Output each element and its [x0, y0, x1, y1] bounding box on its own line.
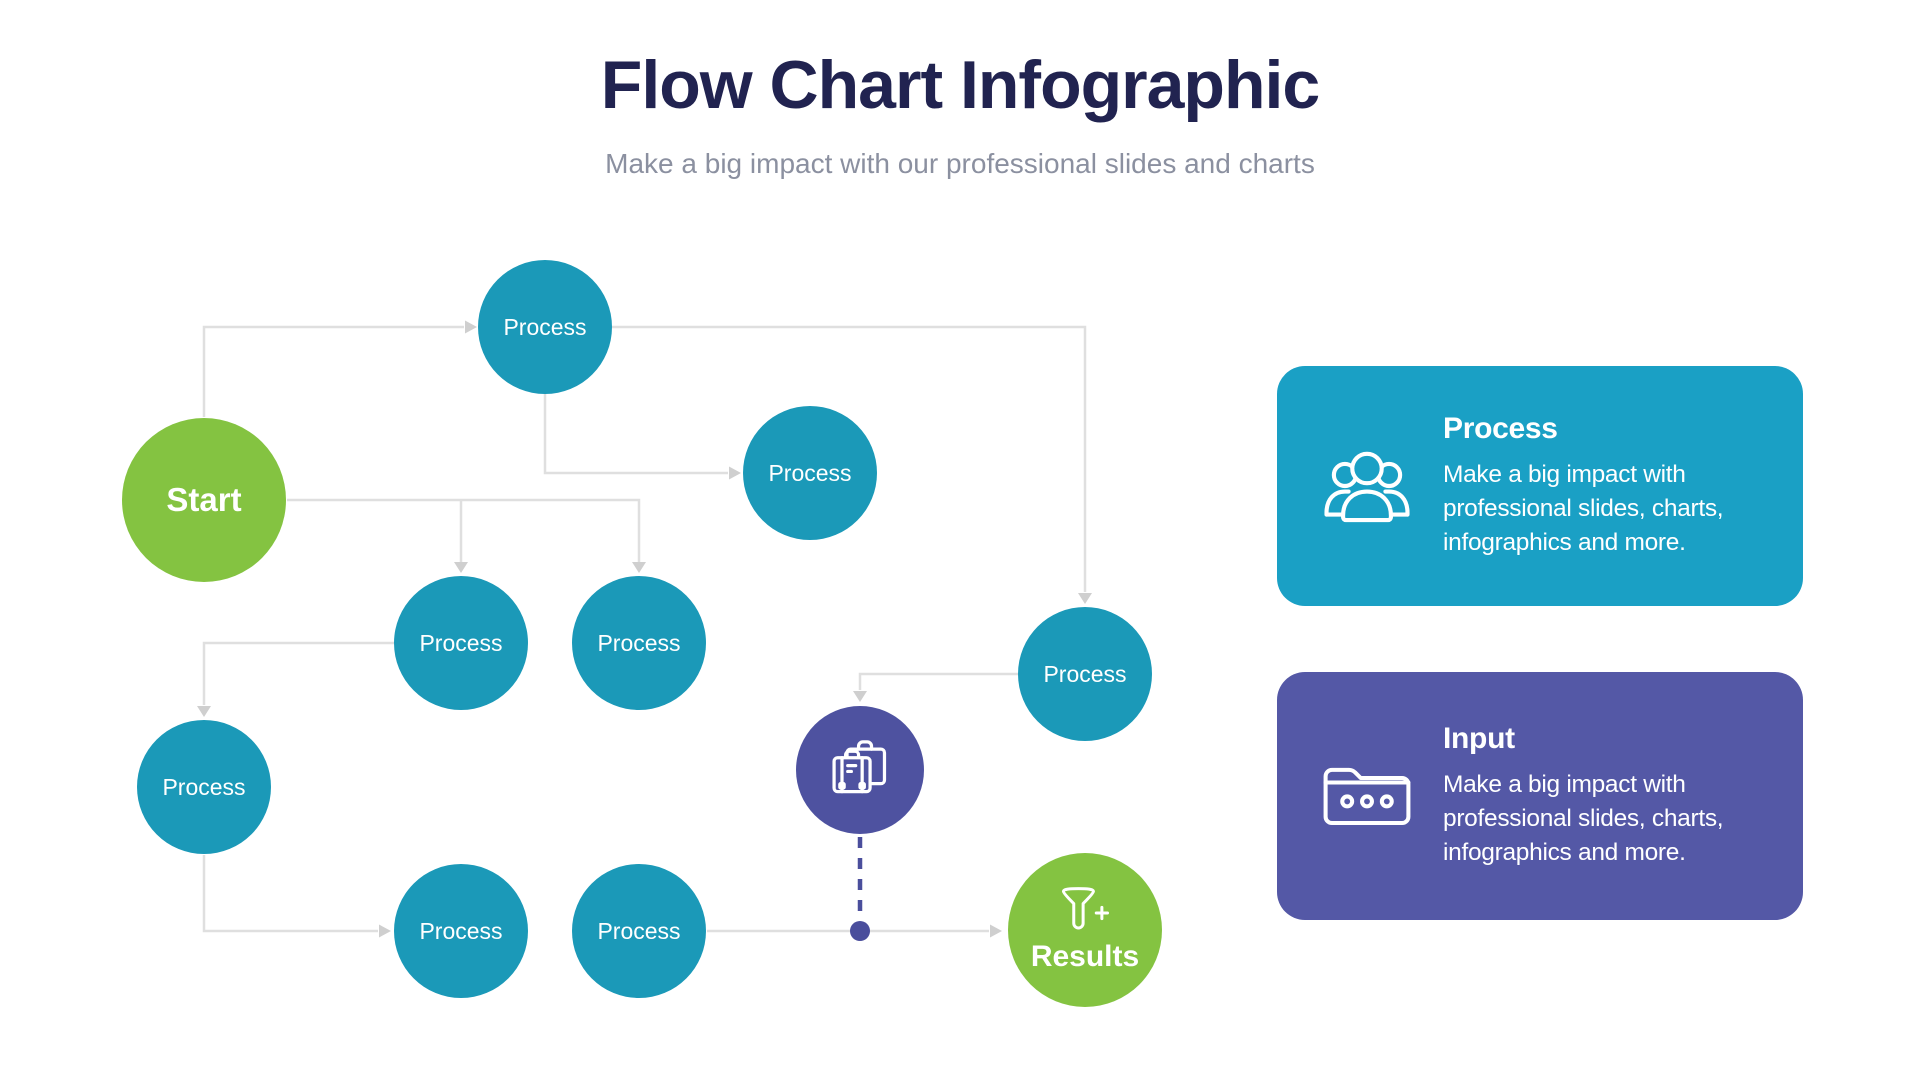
input-card: Input Make a big impact with professiona… [1277, 672, 1803, 920]
page-subtitle: Make a big impact with our professional … [605, 148, 1315, 179]
flow-node-label: Process [768, 459, 852, 486]
flow-node-label: Process [419, 629, 503, 656]
flow-node-process-2: Process [743, 406, 877, 540]
card-body: Make a big impact with professional slid… [1443, 771, 1724, 866]
card-text: Input Make a big impact with professiona… [1443, 722, 1801, 870]
flow-node-process-1: Process [478, 260, 612, 394]
team-icon [1321, 442, 1413, 530]
flow-node-label: Process [162, 773, 246, 800]
luggage-icon [832, 740, 887, 794]
card-title: Process [1443, 412, 1558, 445]
flow-node-process-6: Process [394, 864, 528, 998]
flow-node-label: Process [503, 313, 587, 340]
page-title: Flow Chart Infographic [600, 47, 1320, 123]
process-card: Process Make a big impact with professio… [1277, 366, 1803, 606]
flow-node-process-3: Process [394, 576, 528, 710]
flow-node-input [796, 706, 924, 834]
funnel-plus-icon [1061, 887, 1109, 930]
flow-node-process-5: Process [137, 720, 271, 854]
flow-node-label: Process [1043, 660, 1127, 687]
flow-node-results: Results [1008, 853, 1162, 1007]
flow-node-process-8: Process [1018, 607, 1152, 741]
folder-icon [1321, 763, 1413, 829]
card-body: Make a big impact with professional slid… [1443, 461, 1724, 556]
flow-node-label: Start [166, 481, 242, 518]
flow-node-label: Results [1030, 940, 1140, 973]
flow-node-label: Process [597, 917, 681, 944]
flow-node-start: Start [122, 418, 286, 582]
flow-node-label: Process [419, 917, 503, 944]
card-title: Input [1443, 722, 1515, 755]
flow-node-process-7: Process [572, 864, 706, 998]
flow-node-label: Process [597, 629, 681, 656]
card-text: Process Make a big impact with professio… [1443, 412, 1801, 560]
flow-node-process-4: Process [572, 576, 706, 710]
